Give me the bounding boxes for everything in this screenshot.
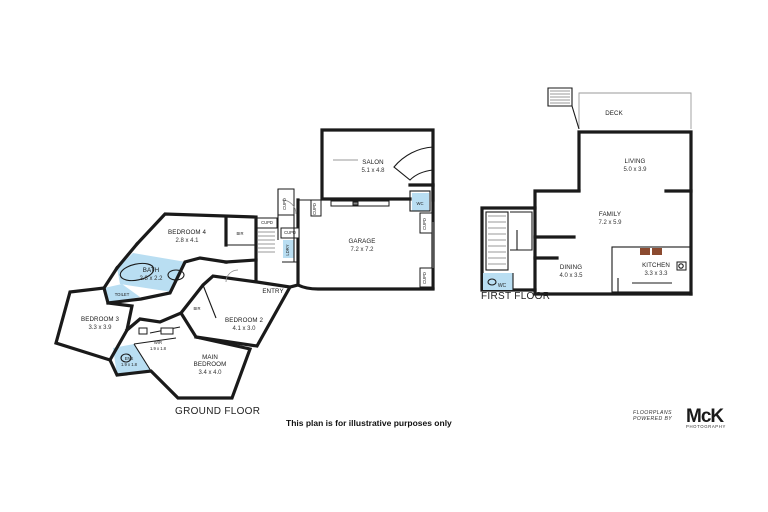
cupd-label-e: CUPD <box>422 218 427 230</box>
deck-label: DECK <box>605 110 623 117</box>
garage-cupd-bottom-box <box>419 267 433 288</box>
garage-cupd-right-box <box>419 212 433 234</box>
salon-stair <box>393 146 434 181</box>
first-floor-wc-wet-area <box>483 273 513 290</box>
kitchen-dim: 3.3 x 3.3 <box>644 271 668 277</box>
first-floor-plan <box>480 87 693 296</box>
wc-label: WC <box>417 201 424 206</box>
main-bedroom-label-line1: MAIN <box>202 354 218 361</box>
first-floor-wc-label: WC <box>498 283 507 289</box>
dining-label: DINING <box>560 264 582 271</box>
ground-floor-plan <box>54 128 435 400</box>
ens-dim: 1.9 x 1.8 <box>121 362 138 367</box>
cupd-label-d: CUPD <box>284 230 296 235</box>
main-bedroom-walls <box>107 310 253 400</box>
brand-line2: POWERED BY <box>633 416 673 422</box>
branding: FLOORPLANS POWERED BY McK PHOTOGRAPHY <box>633 406 725 429</box>
family-dim: 7.2 x 5.9 <box>598 220 622 226</box>
bedroom3-dim: 3.3 x 3.9 <box>88 325 112 331</box>
bedroom2-dim: 4.1 x 3.0 <box>232 326 256 332</box>
living-label: LIVING <box>625 158 646 165</box>
disclaimer-text: This plan is for illustrative purposes o… <box>286 418 452 428</box>
main-bedroom-label-line2: BEDROOM <box>194 361 227 368</box>
living-dim: 5.0 x 3.9 <box>623 167 647 173</box>
bedroom4-label: BEDROOM 4 <box>168 229 206 236</box>
ensuite-wet-area <box>113 344 151 375</box>
bedroom2-label: BEDROOM 2 <box>225 317 263 324</box>
dining-dim: 4.0 x 3.5 <box>559 273 583 279</box>
cupd-label-c: CUPD <box>261 220 273 225</box>
brand-sub: PHOTOGRAPHY <box>686 424 726 429</box>
bir-bed4-label: BIR <box>237 231 244 236</box>
first-floor-title: FIRST FLOOR <box>481 291 551 302</box>
salon-label: SALON <box>362 159 383 166</box>
bedroom3-label: BEDROOM 3 <box>81 316 119 323</box>
main-bedroom-dim: 3.4 x 4.0 <box>198 370 222 376</box>
bath-wet-area <box>117 253 186 292</box>
brand-logo: McK <box>686 406 724 427</box>
cupd-label-f: CUPD <box>422 272 427 284</box>
wc-wet-area <box>412 193 429 211</box>
family-walls <box>533 189 693 296</box>
entry-label: ENTRY <box>262 288 283 295</box>
toilet-wet-area <box>104 284 140 303</box>
wir-dim: 1.9 x 1.8 <box>150 346 167 351</box>
ground-floor-title: GROUND FLOOR <box>175 406 261 417</box>
entry-walls <box>254 258 300 289</box>
kitchen-bench <box>611 246 692 293</box>
family-label: FAMILY <box>599 211 621 218</box>
wir-label: WIR <box>154 340 162 345</box>
bath-walls <box>102 256 228 305</box>
room-labels: SALON 5.1 x 4.8 GARAGE 7.2 x 7.2 BEDROOM… <box>81 110 670 376</box>
cupd-label-b: CUPD <box>312 203 317 215</box>
bath-dim: 2.8 x 2.2 <box>139 276 163 282</box>
bath-label: BATH <box>143 267 159 274</box>
bedroom2-walls <box>178 274 293 348</box>
brand-line1: FLOORPLANS <box>633 410 672 416</box>
cupd-box-b <box>310 199 322 217</box>
kitchen-label: KITCHEN <box>642 262 670 269</box>
bedroom4-walls <box>134 212 258 264</box>
bir-bed2-label: BIR <box>194 306 201 311</box>
toilet-label: TOILET <box>115 292 130 297</box>
bedroom4-dim: 2.8 x 4.1 <box>175 238 199 244</box>
ldry-wet-area <box>283 240 294 258</box>
deck-outline <box>578 92 692 129</box>
ens-label: ENS <box>125 356 134 361</box>
ldry-label: LDRY <box>285 244 290 255</box>
garage-label: GARAGE <box>348 238 375 245</box>
living-walls <box>577 130 693 296</box>
garage-dim: 7.2 x 7.2 <box>350 247 374 253</box>
salon-walls <box>320 128 435 202</box>
salon-dim: 5.1 x 4.8 <box>361 168 385 174</box>
cupd-label-a: CUPD <box>282 198 287 210</box>
